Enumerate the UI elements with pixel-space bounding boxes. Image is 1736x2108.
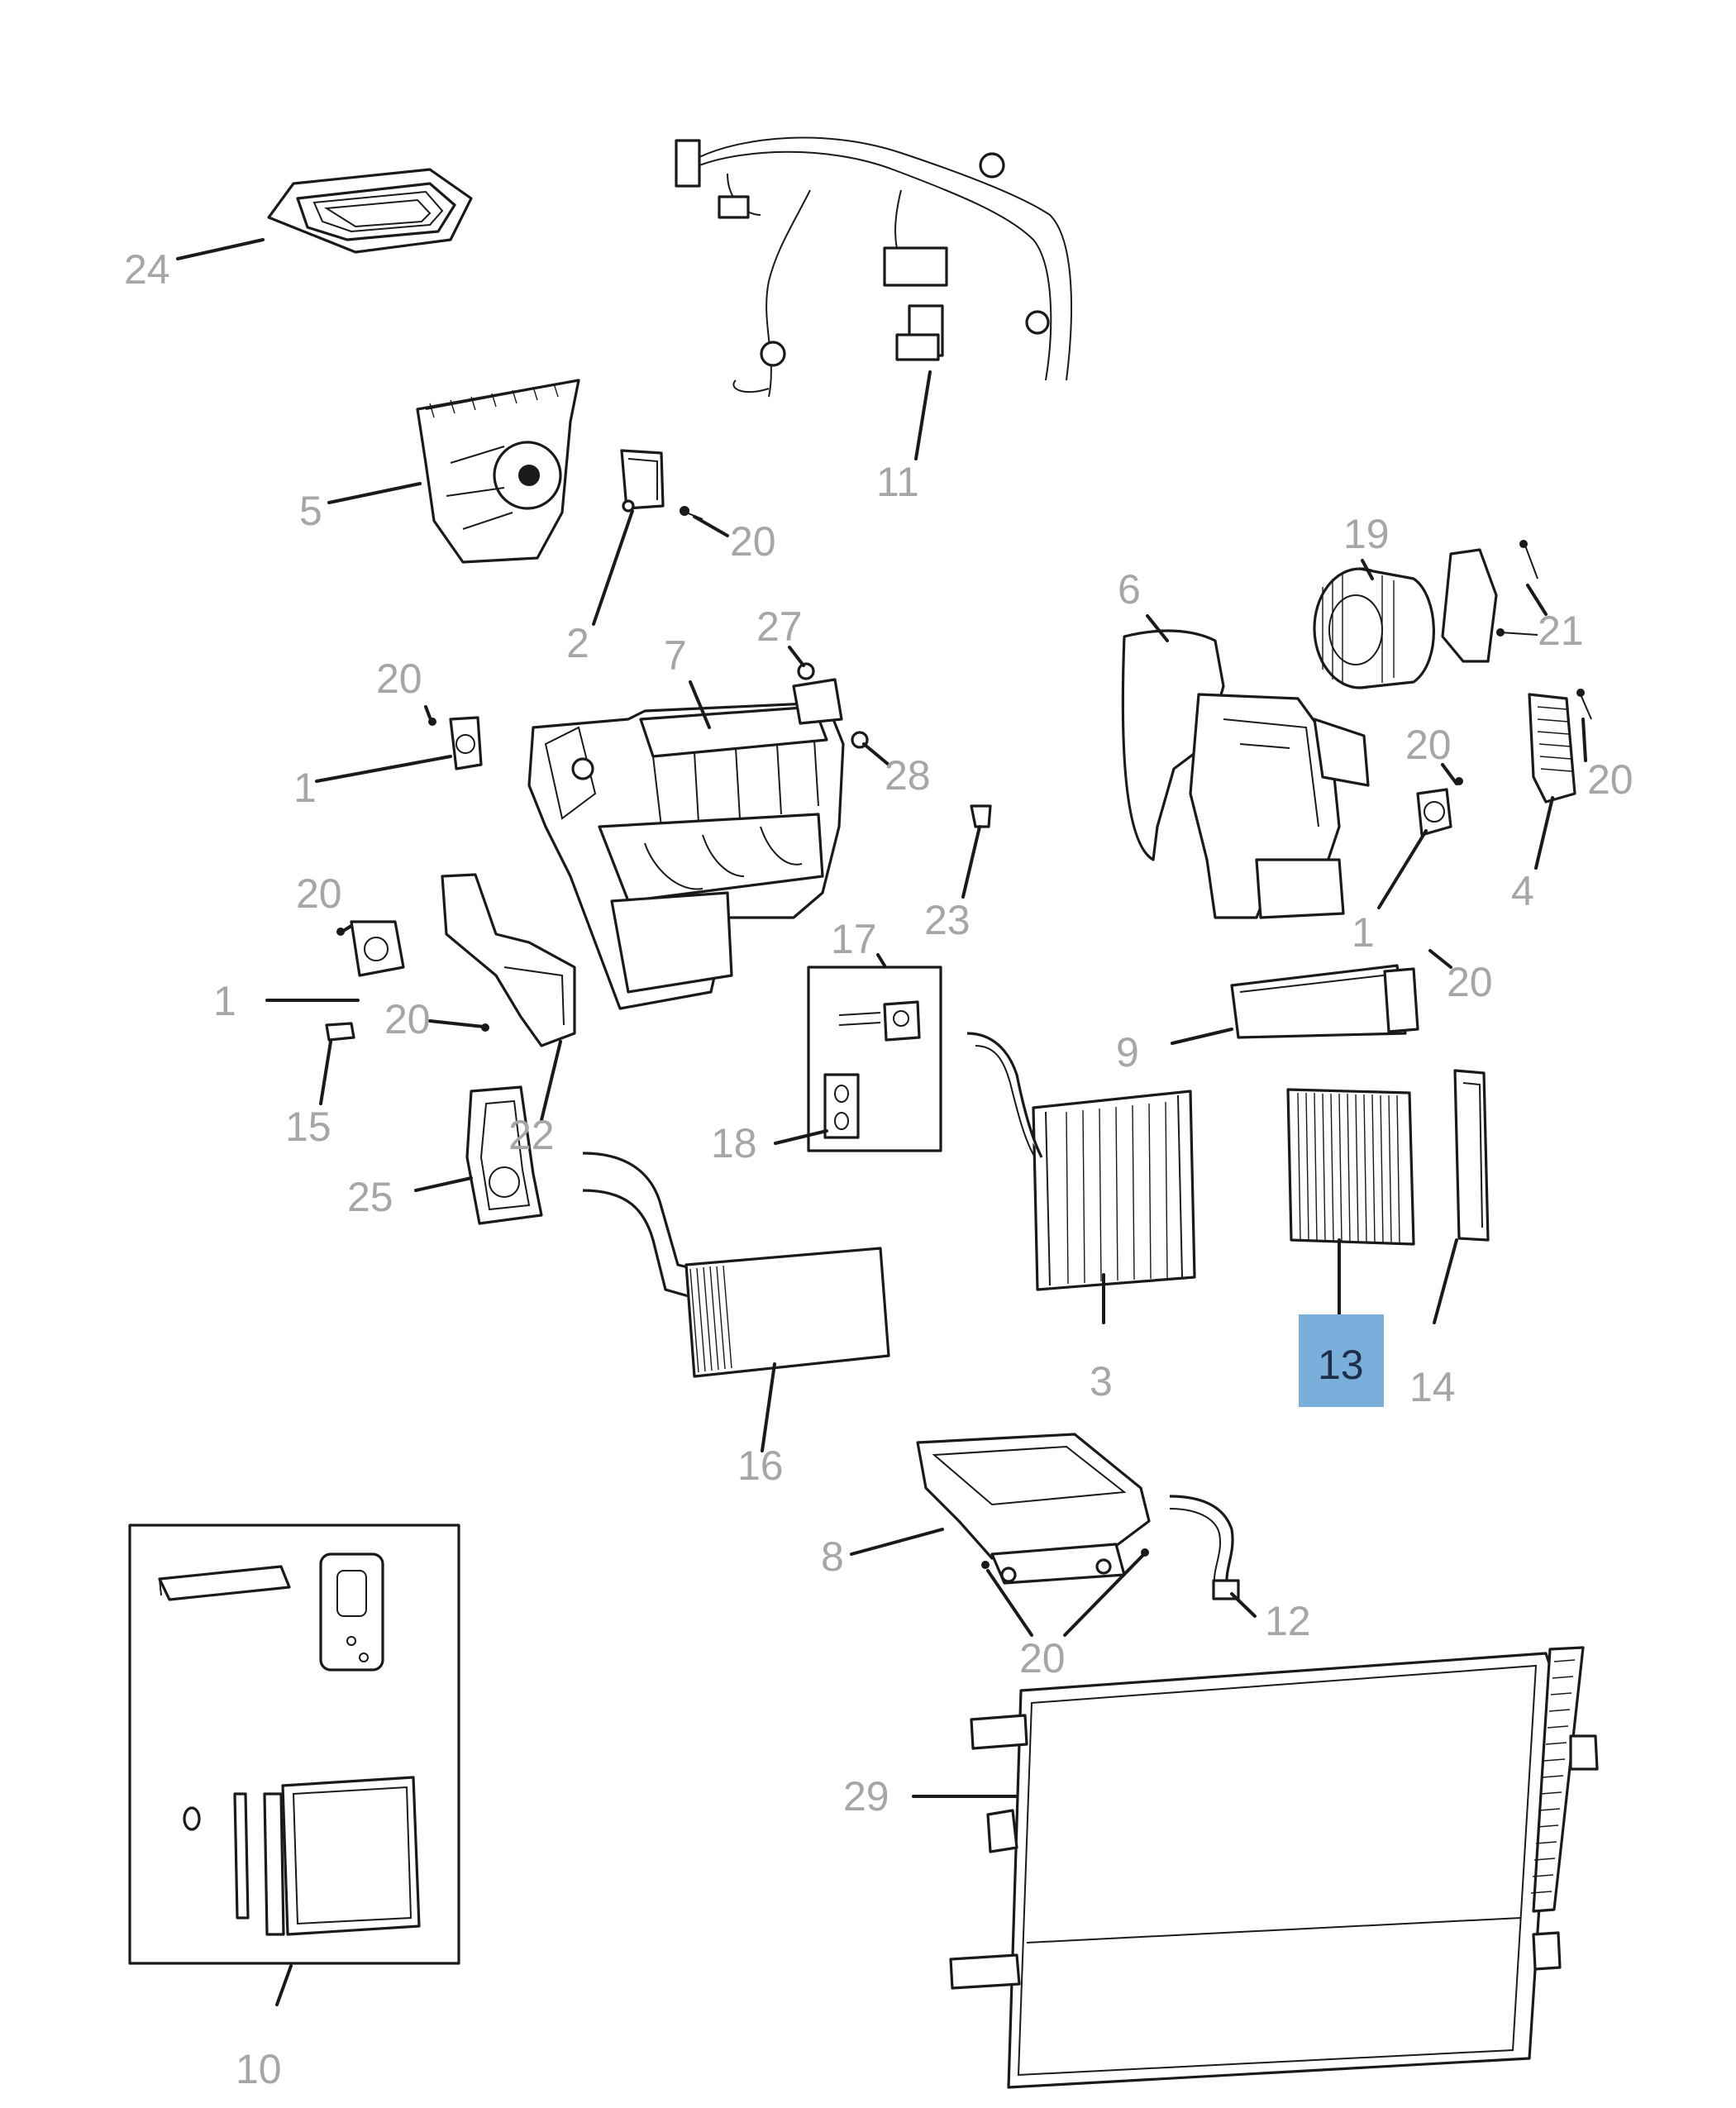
callout-2[interactable]: 2 <box>566 620 589 666</box>
callout-27[interactable]: 27 <box>756 603 803 650</box>
callout-28[interactable]: 28 <box>885 752 931 799</box>
callout-13[interactable]: 13 <box>1318 1342 1364 1388</box>
part-22-duct-bracket[interactable] <box>441 873 576 1047</box>
callout-22[interactable]: 22 <box>508 1112 555 1158</box>
callout-19[interactable]: 19 <box>1343 511 1390 557</box>
part-20-screw[interactable] <box>680 506 703 520</box>
part-6-blower-case[interactable] <box>1121 629 1370 919</box>
callout-4[interactable]: 4 <box>1511 868 1534 914</box>
part-13-cabin-air-filter[interactable] <box>1286 1088 1415 1246</box>
part-1-actuator-upper[interactable] <box>428 716 483 770</box>
part-5-blower-housing[interactable] <box>416 379 580 564</box>
part-29-condenser[interactable] <box>949 1646 1599 2089</box>
part-15-sensor[interactable] <box>325 1022 355 1042</box>
callout-1[interactable]: 1 <box>213 978 236 1024</box>
callout-29[interactable]: 29 <box>843 1773 889 1819</box>
callout-17[interactable]: 17 <box>831 916 877 962</box>
part-14-filter-frame[interactable] <box>1453 1069 1490 1242</box>
part-25-gasket[interactable] <box>465 1085 543 1225</box>
part-12-drain-hose[interactable] <box>1169 1495 1240 1600</box>
callout-1[interactable]: 1 <box>293 765 317 811</box>
callout-8[interactable]: 8 <box>821 1533 844 1580</box>
leader-lines <box>176 238 1587 2006</box>
callout-16[interactable]: 16 <box>737 1443 784 1489</box>
part-11-wiring-harness[interactable] <box>675 136 1072 398</box>
part-17-18-kit-box[interactable] <box>807 966 942 1152</box>
callout-10[interactable]: 10 <box>236 2046 282 2092</box>
part-9-filter-door[interactable] <box>1230 964 1419 1039</box>
part-2-actuator[interactable] <box>620 449 665 513</box>
part-19-blower-motor[interactable] <box>1313 548 1498 689</box>
callout-13-highlight <box>1299 1314 1384 1407</box>
callout-23[interactable]: 23 <box>924 897 971 943</box>
callout-20[interactable]: 20 <box>730 518 776 565</box>
part-20-screws-bottom[interactable] <box>981 1548 1149 1569</box>
callout-21[interactable]: 21 <box>1538 608 1584 654</box>
callout-15[interactable]: 15 <box>285 1104 331 1150</box>
callout-20[interactable]: 20 <box>296 870 342 917</box>
callout-20[interactable]: 20 <box>1447 959 1493 1005</box>
part-24-duct-seal[interactable] <box>267 168 473 254</box>
callout-7[interactable]: 7 <box>664 632 687 679</box>
callout-11[interactable]: 11 <box>876 459 919 505</box>
part-23-sensor[interactable] <box>970 804 992 828</box>
part-7-hvac-housing[interactable] <box>527 678 845 1010</box>
callout-18[interactable]: 18 <box>711 1120 757 1166</box>
part-8-case-bottom[interactable] <box>916 1433 1151 1585</box>
callout-20[interactable]: 20 <box>1405 722 1452 768</box>
callout-3[interactable]: 3 <box>1090 1358 1113 1405</box>
part-1-actuator-right[interactable] <box>1416 777 1463 837</box>
part-3-evaporator[interactable] <box>966 1032 1196 1291</box>
part-1-actuator-lower[interactable] <box>350 920 405 977</box>
callout-20[interactable]: 20 <box>376 656 422 702</box>
callout-20[interactable]: 20 <box>384 996 431 1042</box>
part-16-heater-core[interactable] <box>582 1152 890 1378</box>
callout-5[interactable]: 5 <box>299 488 322 534</box>
callout-20[interactable]: 20 <box>1019 1635 1066 1681</box>
callout-1[interactable]: 1 <box>1352 909 1375 956</box>
callout-14[interactable]: 14 <box>1409 1364 1456 1410</box>
callout-25[interactable]: 25 <box>347 1174 393 1220</box>
callout-24[interactable]: 24 <box>124 246 170 293</box>
part-4-blower-resistor[interactable] <box>1528 689 1592 804</box>
part-21-screws[interactable] <box>1496 540 1538 637</box>
callout-9[interactable]: 9 <box>1116 1029 1139 1075</box>
callout-labels: 24 11 5 20 2 19 6 21 27 7 20 1 28 20 20 … <box>124 246 1633 2092</box>
part-10-seal-kit-box[interactable] <box>128 1524 460 1965</box>
callout-20[interactable]: 20 <box>1587 756 1633 803</box>
callout-12[interactable]: 12 <box>1265 1598 1311 1644</box>
callout-6[interactable]: 6 <box>1118 566 1141 613</box>
part-27-nut[interactable] <box>797 662 815 680</box>
